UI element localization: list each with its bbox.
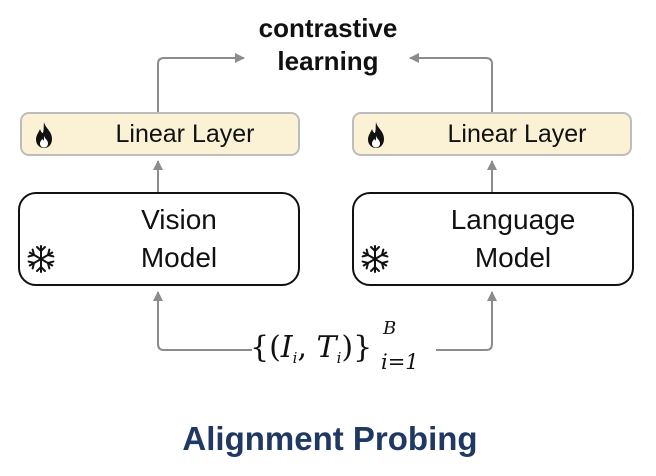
language-linear-layer: Linear Layer bbox=[352, 112, 632, 156]
snowflake-icon bbox=[27, 245, 55, 273]
arrow-data-to-language bbox=[436, 291, 497, 351]
vision-model-box: Vision Model bbox=[18, 192, 300, 286]
arrow-right-to-contrastive bbox=[409, 53, 493, 112]
vision-linear-layer: Linear Layer bbox=[20, 112, 300, 156]
dataset-formula: {(Ii, Ti)} B i=1 bbox=[250, 318, 440, 386]
formula-upper-limit: B bbox=[383, 318, 397, 339]
snowflake-icon bbox=[361, 245, 389, 273]
contrastive-label-line2: learning bbox=[277, 46, 379, 76]
vision-model-label: Vision Model bbox=[60, 194, 298, 284]
contrastive-learning-label: contrastive learning bbox=[228, 12, 428, 78]
formula-close: )} bbox=[341, 330, 373, 365]
formula-main: {(Ii, Ti)} bbox=[250, 330, 372, 367]
formula-text-symbol: T bbox=[316, 330, 337, 365]
language-model-line2: Model bbox=[474, 242, 552, 273]
formula-image-subscript: i bbox=[292, 349, 298, 367]
formula-image-symbol: I bbox=[280, 330, 293, 365]
flame-icon bbox=[36, 122, 52, 148]
diagram-title: Alignment Probing bbox=[182, 420, 478, 457]
formula-lower-limit: i=1 bbox=[381, 350, 419, 374]
formula-text-subscript: i bbox=[336, 349, 342, 367]
language-model-box: Language Model bbox=[352, 192, 634, 286]
contrastive-label-line1: contrastive bbox=[258, 13, 398, 43]
language-linear-label: Linear Layer bbox=[447, 119, 587, 148]
vision-model-line1: Vision bbox=[141, 204, 217, 235]
language-model-line1: Language bbox=[450, 204, 576, 235]
arrow-left-to-contrastive bbox=[157, 53, 245, 112]
flame-icon bbox=[368, 122, 384, 148]
arrow-data-to-vision bbox=[153, 291, 252, 351]
language-model-label: Language Model bbox=[394, 194, 632, 284]
vision-linear-label: Linear Layer bbox=[115, 119, 255, 148]
formula-separator: , bbox=[297, 330, 317, 365]
formula-open: {( bbox=[250, 330, 281, 365]
vision-model-line2: Model bbox=[140, 242, 218, 273]
